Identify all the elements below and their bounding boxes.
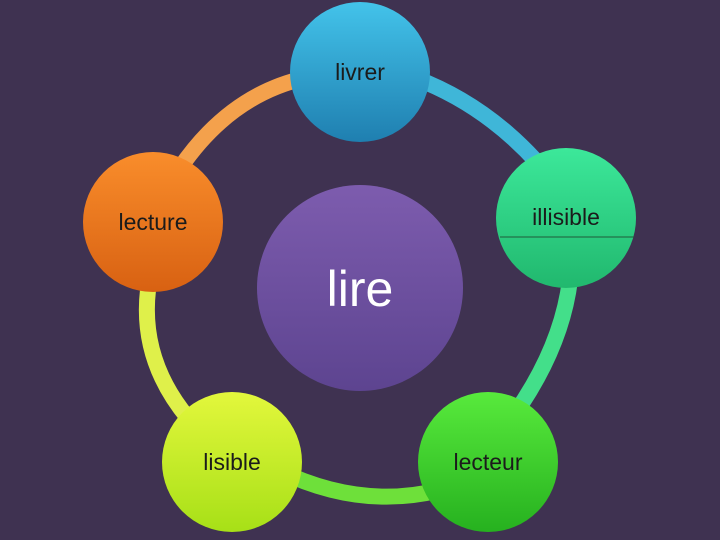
center-node <box>257 185 463 391</box>
node-lisible: lisible <box>162 392 302 532</box>
node-label-lisible: lisible <box>203 449 261 475</box>
connector-lecture-livrer <box>173 70 307 173</box>
node-lecture: lecture <box>83 152 223 292</box>
node-lecteur: lecteur <box>418 392 558 532</box>
node-label-lecture: lecture <box>118 209 187 235</box>
node-label-illisible: illisible <box>532 204 600 230</box>
node-label-livrer: livrer <box>335 59 385 85</box>
node-livrer: livrer <box>290 2 430 142</box>
connector-lecteur-lisible <box>274 462 442 505</box>
node-illisible: illisible <box>496 148 636 288</box>
center-label: lire <box>327 261 394 317</box>
node-label-lecteur: lecteur <box>453 449 522 475</box>
connector-lisible-lecture <box>138 289 195 424</box>
